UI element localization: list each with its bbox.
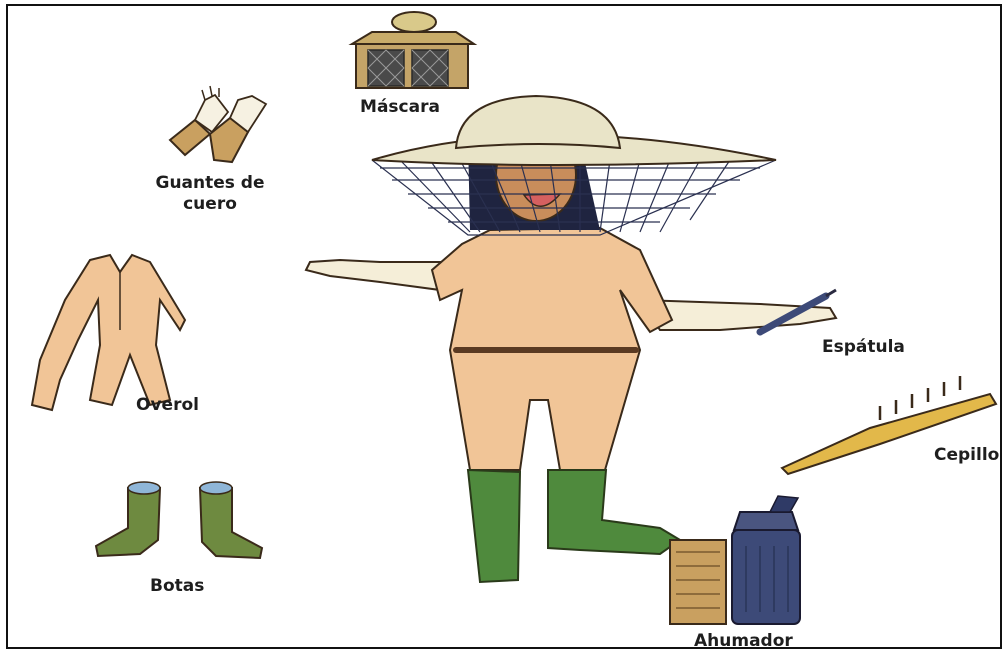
overall-icon [32,255,185,410]
leather-gloves-icon [170,86,266,162]
label-espatula: Espátula [822,336,905,358]
label-botas: Botas [150,575,204,597]
veil-mask-icon [352,12,474,88]
label-overol: Overol [136,394,199,416]
label-guantes-line2: cuero [130,193,290,215]
label-cepillo: Cepillo [934,444,999,466]
label-ahumador: Ahumador [694,630,793,652]
beekeeper-figure [306,96,836,582]
boots-icon [96,482,262,558]
smoker-icon [670,496,800,624]
label-guantes-line1: Guantes de [130,172,290,194]
label-mascara: Máscara [340,96,460,118]
